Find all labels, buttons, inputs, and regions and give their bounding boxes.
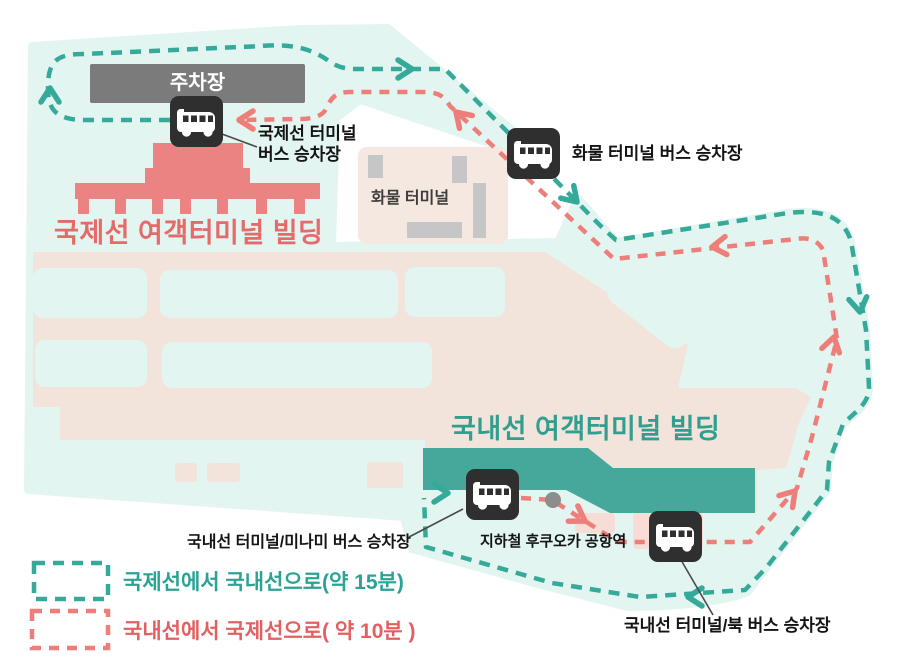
cargo-terminal-bus-stop-icon xyxy=(507,128,560,179)
legend-intl-to-domestic-label: 국제선에서 국내선으로(약 15분) xyxy=(123,571,404,594)
subway-station-dot xyxy=(545,492,561,508)
route-intl-to-domestic xyxy=(45,43,872,600)
intl-bus-stop-label-line2: 버스 승차장 xyxy=(258,145,341,164)
route-domestic-to-intl xyxy=(236,89,840,545)
bus-icon xyxy=(472,482,511,510)
domestic-north-bus-stop-icon xyxy=(649,511,702,562)
intl-terminal-bus-stop-icon xyxy=(170,96,223,147)
domestic-north-bus-stop-label: 국내선 터미널/북 버스 승차장 xyxy=(624,616,831,635)
bus-icon xyxy=(513,141,552,169)
domestic-terminal-title: 국내선 여객터미널 빌딩 xyxy=(451,414,721,444)
intl-bus-stop-label-line1: 국제선 터미널 xyxy=(258,124,357,143)
parking-label: 주차장 xyxy=(169,72,226,94)
domestic-terminal-building xyxy=(423,448,755,513)
apron-blocks xyxy=(175,462,403,488)
bus-icon xyxy=(176,109,215,137)
domestic-south-bus-stop-label: 국내선 터미널/미나미 버스 승차장 xyxy=(187,534,411,551)
route-teal-arrows xyxy=(38,57,870,609)
cargo-bus-stop-label: 화물 터미널 버스 승차장 xyxy=(572,144,743,163)
international-terminal-title: 국제선 여객터미널 빌딩 xyxy=(54,218,324,248)
legend-domestic-to-intl-label: 국내선에서 국제선으로( 약 10분 ) xyxy=(123,619,416,643)
international-terminal-building xyxy=(75,143,320,214)
legend-domestic-to-intl: 국내선에서 국제선으로( 약 10분 ) xyxy=(29,608,416,651)
cargo-terminal-label: 화물 터미널 xyxy=(371,190,450,207)
parking-building xyxy=(90,64,305,103)
subway-station-label: 지하철 후쿠오카 공항역 xyxy=(480,533,627,550)
legend-teal-route-swatch xyxy=(31,560,111,602)
taxiway-gaps xyxy=(33,267,688,388)
bus-icon xyxy=(655,524,694,552)
cargo-terminal-building xyxy=(358,147,508,244)
legend-intl-to-domestic: 국제선에서 국내선으로(약 15분) xyxy=(31,560,404,602)
domestic-south-bus-stop-icon xyxy=(466,469,519,520)
legend-red-route-swatch xyxy=(29,608,111,651)
intl-bus-stop-label: 국제선 터미널 버스 승차장 xyxy=(258,123,357,165)
label-connector-lines xyxy=(221,133,714,616)
route-red-arrows xyxy=(236,108,843,524)
